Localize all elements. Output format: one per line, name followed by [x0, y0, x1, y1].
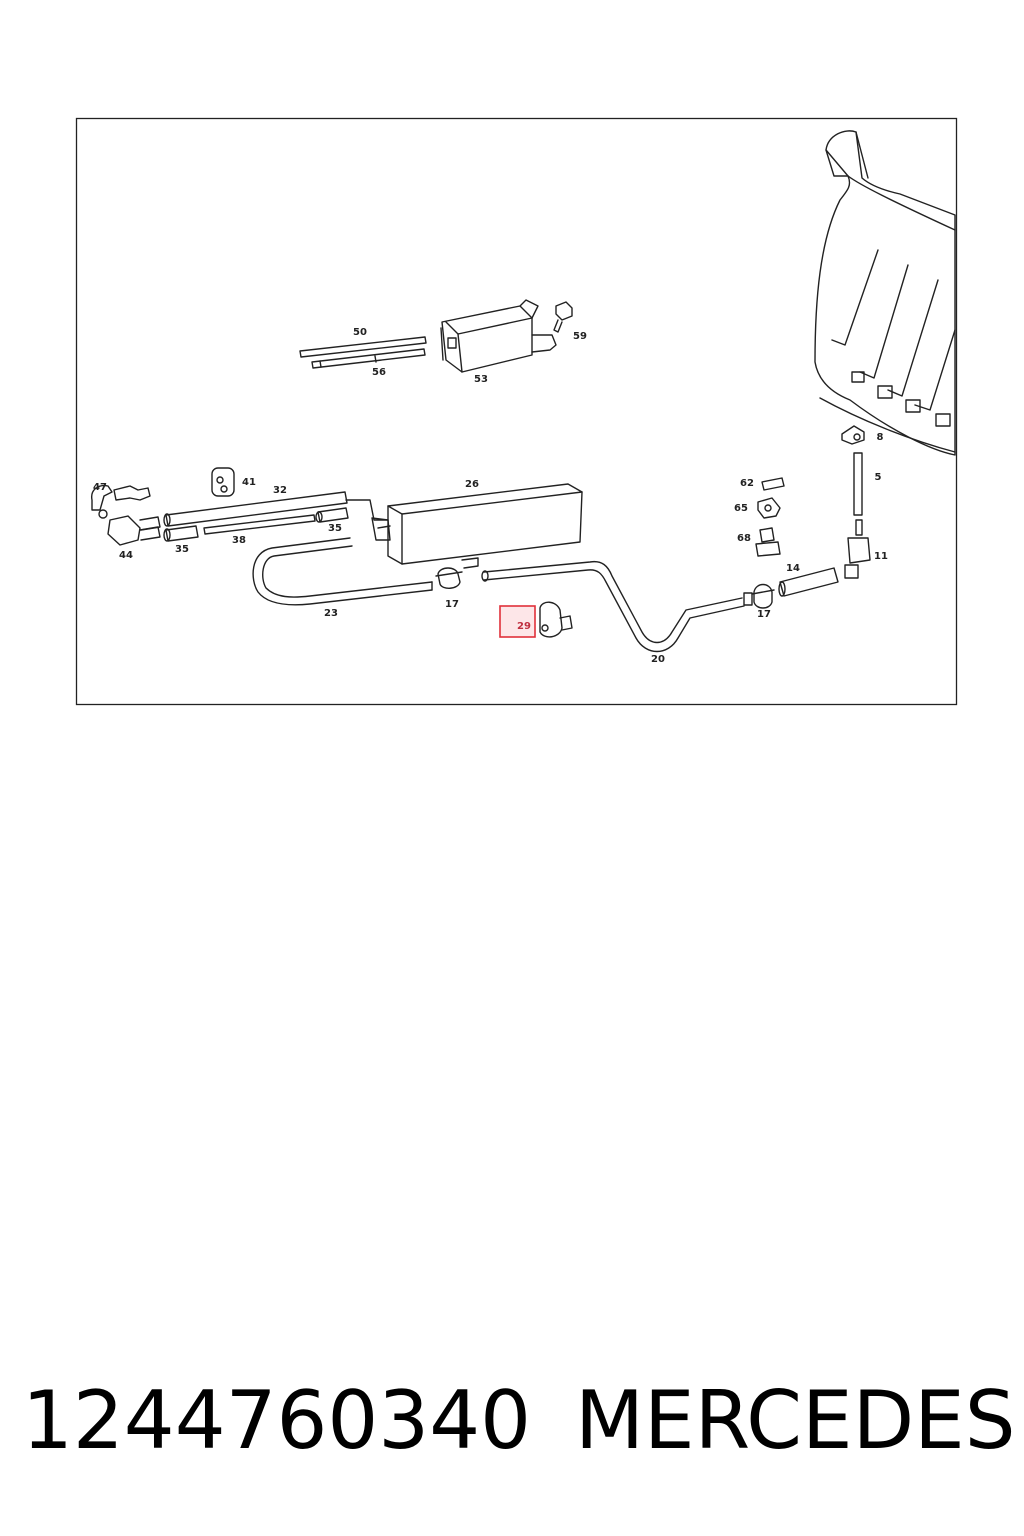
callout-38[interactable]: 38 [232, 535, 246, 546]
part-26-canister [345, 483, 583, 569]
brand-name: MERCEDES [575, 1374, 1016, 1467]
callout-59[interactable]: 59 [573, 331, 587, 342]
part-20-pipe [481, 560, 753, 653]
callout-17-right[interactable]: 17 [757, 609, 771, 620]
callout-50[interactable]: 50 [353, 327, 367, 338]
part-35-hose-left [163, 525, 199, 542]
part-17-clamp-right [751, 583, 775, 609]
part-11-valve [844, 519, 871, 579]
part-59-bolt [553, 301, 573, 333]
fuel-tank [814, 130, 956, 456]
part-5-hose [853, 452, 863, 516]
callout-65[interactable]: 65 [734, 503, 748, 514]
part-32-hose [163, 491, 348, 527]
part-8-clip [841, 425, 865, 445]
callout-35-left[interactable]: 35 [175, 544, 189, 555]
part-53-canister [440, 299, 557, 373]
callout-47[interactable]: 47 [93, 482, 107, 493]
part-41-grommet [211, 467, 235, 497]
part-65-clip [757, 497, 781, 519]
callout-32[interactable]: 32 [273, 485, 287, 496]
callout-68[interactable]: 68 [737, 533, 751, 544]
callout-26[interactable]: 26 [465, 479, 479, 490]
callout-44[interactable]: 44 [119, 550, 133, 561]
callout-41[interactable]: 41 [242, 477, 256, 488]
part-29-clamp [539, 601, 573, 638]
part-44-fitting [107, 515, 161, 546]
callout-29[interactable]: 29 [517, 621, 531, 632]
callout-35-right[interactable]: 35 [328, 523, 342, 534]
highlight-box-29[interactable] [499, 605, 536, 638]
part-68-screw [755, 527, 781, 557]
callout-56[interactable]: 56 [372, 367, 386, 378]
diagram-frame [75, 117, 958, 706]
part-14-hose [778, 567, 839, 597]
part-number: 1244760340 [22, 1374, 531, 1467]
callout-5[interactable]: 5 [875, 472, 882, 483]
part-47-elbow [91, 484, 151, 519]
callout-62[interactable]: 62 [740, 478, 754, 489]
part-35-hose-right [315, 507, 349, 523]
callout-23[interactable]: 23 [324, 608, 338, 619]
callout-17-left[interactable]: 17 [445, 599, 459, 610]
part-50-line [299, 336, 427, 358]
part-38-hose [203, 514, 316, 535]
part-56-line [311, 348, 426, 369]
callout-11[interactable]: 11 [874, 551, 888, 562]
callout-53[interactable]: 53 [474, 374, 488, 385]
callout-8[interactable]: 8 [877, 432, 884, 443]
part-17-clamp-left [435, 567, 463, 589]
part-23-hose [252, 537, 433, 606]
callout-20[interactable]: 20 [651, 654, 665, 665]
part-62-spacer [761, 477, 785, 491]
callout-14[interactable]: 14 [786, 563, 800, 574]
